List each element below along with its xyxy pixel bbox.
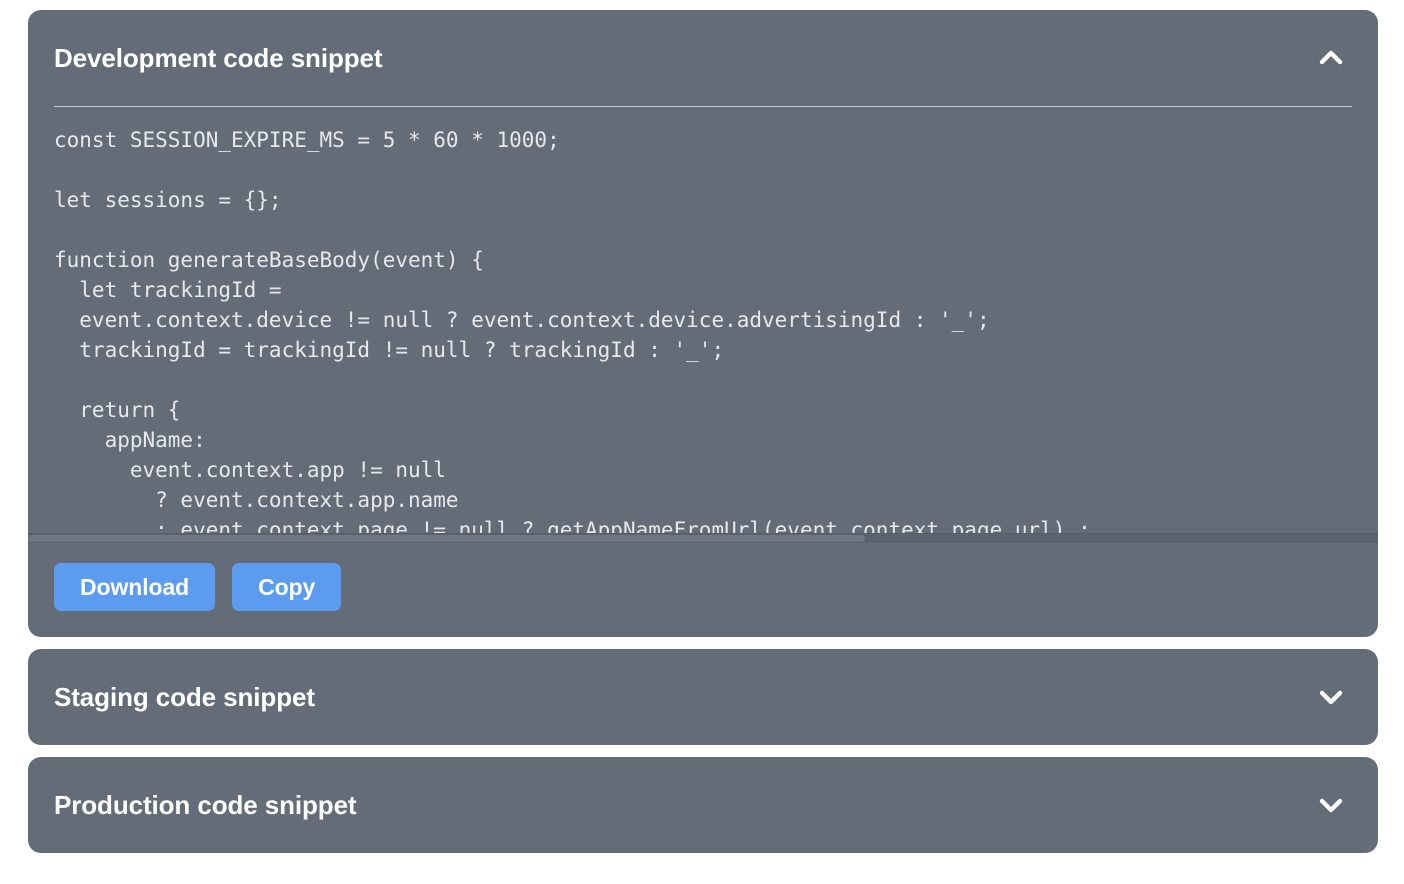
code-scroll-container[interactable]: const SESSION_EXPIRE_MS = 5 * 60 * 1000;… (28, 107, 1378, 543)
accordion-header-development[interactable]: Development code snippet (28, 10, 1378, 106)
accordion-header-staging[interactable]: Staging code snippet (28, 649, 1378, 745)
code-actions: Download Copy (28, 543, 1378, 637)
accordion-panel-staging: Staging code snippet (28, 649, 1378, 745)
download-button[interactable]: Download (54, 563, 216, 611)
chevron-down-icon[interactable] (1314, 788, 1348, 822)
code-region: const SESSION_EXPIRE_MS = 5 * 60 * 1000;… (28, 107, 1378, 543)
accordion-header-production[interactable]: Production code snippet (28, 757, 1378, 853)
copy-button[interactable]: Copy (232, 563, 342, 611)
horizontal-scrollbar-thumb[interactable] (28, 535, 865, 542)
horizontal-scrollbar[interactable] (28, 533, 1378, 543)
panel-title-staging: Staging code snippet (54, 681, 315, 712)
header-divider (54, 106, 1352, 107)
chevron-up-icon[interactable] (1314, 41, 1348, 75)
accordion-panel-development: Development code snippet const SESSION_E… (28, 10, 1378, 637)
chevron-down-icon[interactable] (1314, 680, 1348, 714)
panel-title-production: Production code snippet (54, 789, 357, 820)
code-block-development: const SESSION_EXPIRE_MS = 5 * 60 * 1000;… (54, 128, 1091, 542)
panel-title-development: Development code snippet (54, 42, 383, 73)
accordion-panel-production: Production code snippet (28, 757, 1378, 853)
